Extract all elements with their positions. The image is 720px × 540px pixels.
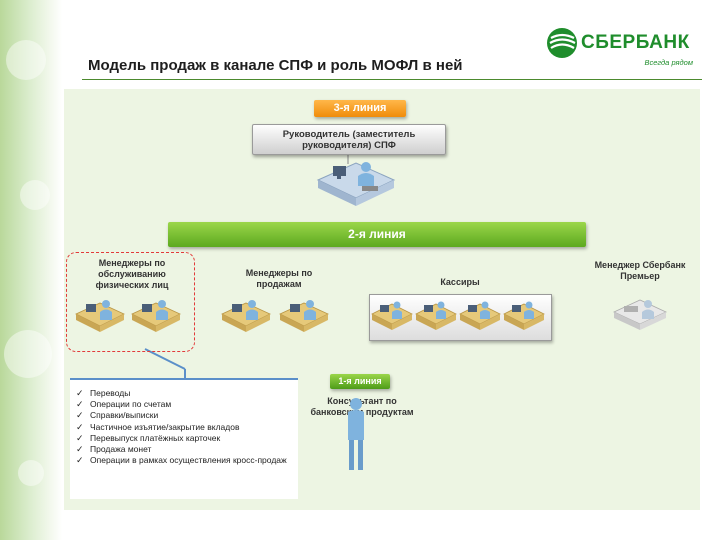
slide-title: Модель продаж в канале СПФ и роль МОФЛ в… bbox=[88, 57, 463, 74]
title-divider bbox=[82, 79, 702, 80]
sberbank-logo: СБЕРБАНК Всегда рядом bbox=[545, 26, 695, 72]
head-of-branch-label: Руководитель (заместитель руководителя) … bbox=[282, 128, 416, 151]
line1-badge: 1-я линия bbox=[330, 374, 390, 389]
service-desk-1-icon bbox=[75, 300, 125, 332]
cashier-desk-2-icon bbox=[415, 301, 457, 330]
duties-list: ✓Переводы ✓Операции по счетам ✓Справки/в… bbox=[70, 380, 298, 466]
left-decoration bbox=[0, 0, 62, 540]
sales-desk-1-icon bbox=[221, 300, 271, 332]
brand-name: СБЕРБАНК bbox=[581, 32, 690, 53]
sberbank-emblem-icon bbox=[547, 28, 577, 58]
duty-item: ✓Переводы bbox=[76, 388, 131, 398]
mofl-highlight-frame bbox=[66, 252, 195, 352]
check-icon: ✓ bbox=[76, 388, 84, 398]
duties-list-box: ✓Переводы ✓Операции по счетам ✓Справки/в… bbox=[70, 378, 298, 499]
premier-manager-label: Менеджер Сбербанк Премьер bbox=[594, 260, 686, 281]
head-of-branch-box: Руководитель (заместитель руководителя) … bbox=[252, 124, 446, 155]
premier-desk-icon bbox=[613, 299, 667, 330]
cashier-desk-1-icon bbox=[371, 301, 413, 330]
check-icon: ✓ bbox=[76, 421, 84, 432]
check-icon: ✓ bbox=[76, 444, 84, 455]
check-icon: ✓ bbox=[76, 410, 84, 421]
line2-bar: 2-я линия bbox=[168, 222, 586, 247]
check-icon: ✓ bbox=[76, 399, 84, 410]
duty-item: ✓Перевыпуск платёжных карточек bbox=[76, 432, 221, 443]
check-icon: ✓ bbox=[76, 432, 84, 443]
service-desk-2-icon bbox=[131, 300, 181, 332]
managers-sales-label: Менеджеры по продажам bbox=[245, 268, 313, 289]
cashier-desk-4-icon bbox=[503, 301, 545, 330]
cashiers-label: Кассиры bbox=[440, 277, 480, 287]
duty-item: ✓Справки/выписки bbox=[76, 410, 159, 421]
duty-item: ✓Операции по счетам bbox=[76, 399, 172, 410]
cashier-desk-3-icon bbox=[459, 301, 501, 330]
check-icon: ✓ bbox=[76, 455, 84, 466]
duty-item: ✓Частичное изъятие/закрытие вкладов bbox=[76, 421, 240, 432]
sales-desk-2-icon bbox=[279, 300, 329, 332]
duty-item: ✓Операции в рамках осуществления кросс-п… bbox=[76, 455, 287, 466]
line3-badge: 3-я линия bbox=[314, 100, 406, 117]
brand-slogan: Всегда рядом bbox=[644, 58, 694, 67]
managers-service-label: Менеджеры по обслуживанию физических лиц bbox=[95, 258, 169, 290]
duty-item: ✓Продажа монет bbox=[76, 444, 152, 455]
